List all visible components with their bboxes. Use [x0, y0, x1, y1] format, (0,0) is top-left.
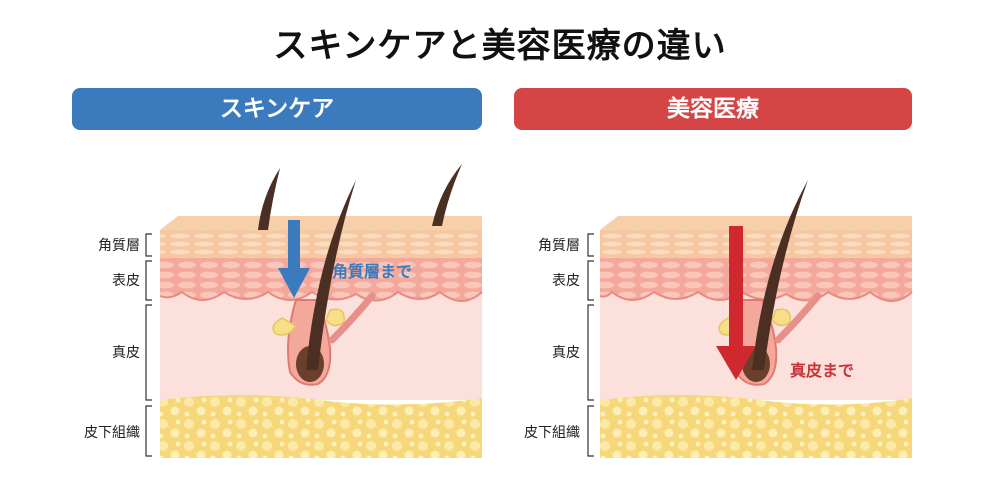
skincare-header: スキンケア	[72, 88, 482, 130]
medical-header: 美容医療	[514, 88, 912, 130]
skincare-label-dermis: 真皮	[112, 345, 140, 361]
medical-label-epidermis: 表皮	[552, 273, 580, 289]
medical-label-stratum: 角質層	[538, 238, 580, 254]
skincare-layer-brackets	[145, 233, 152, 457]
medical-label-dermis: 真皮	[552, 345, 580, 361]
skincare-label-epidermis: 表皮	[112, 273, 140, 289]
skincare-label-stratum: 角質層	[98, 238, 140, 254]
medical-skin-block	[599, 180, 913, 458]
medical-annotation: 真皮まで	[790, 361, 854, 380]
medical-layer-brackets	[587, 233, 594, 457]
page-title: スキンケアと美容医療の違い	[273, 26, 727, 66]
skincare-annotation: 角質層まで	[332, 262, 412, 281]
skincare-skin-block	[159, 164, 483, 458]
medical-label-subcutaneous: 皮下組織	[524, 425, 580, 441]
skincare-label-subcutaneous: 皮下組織	[84, 425, 140, 441]
